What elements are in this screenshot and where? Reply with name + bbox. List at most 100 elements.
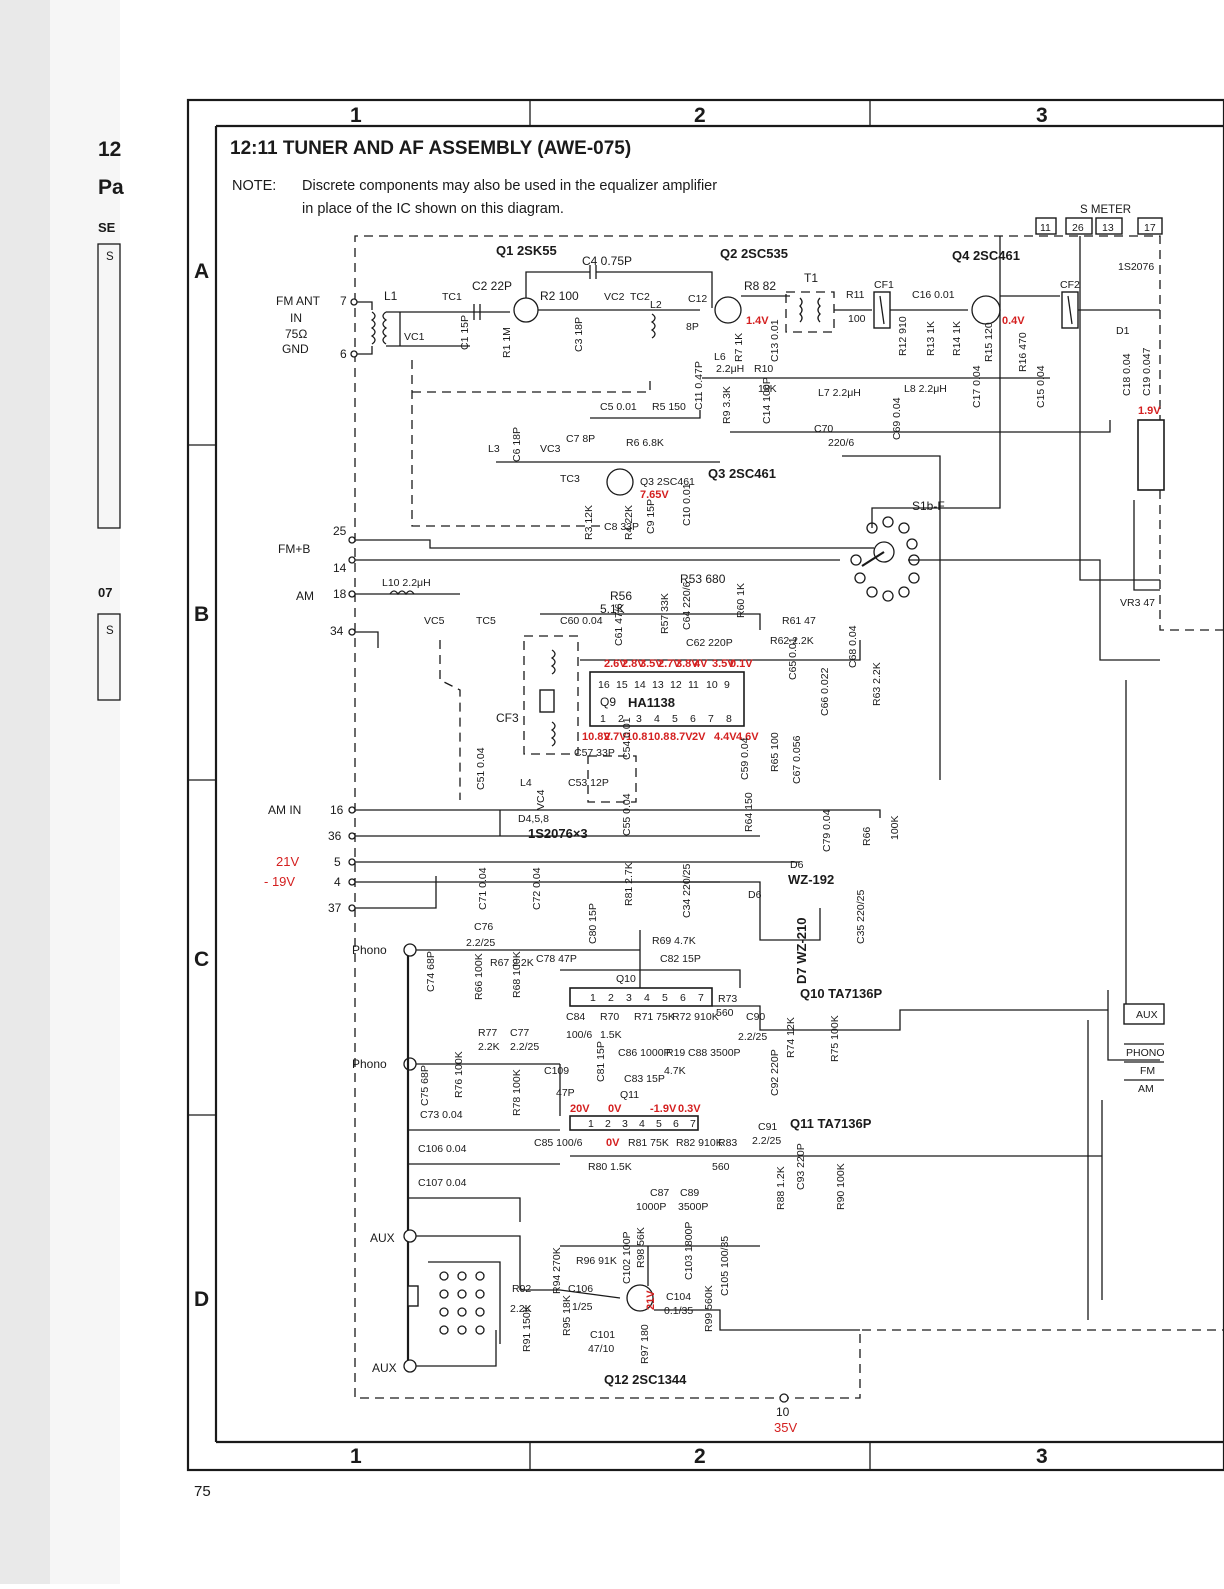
c89-value: 3500P: [678, 1201, 708, 1213]
c59-label: C59 0.04: [739, 737, 751, 780]
ha1138-pin-top: 13: [652, 679, 664, 691]
ha1138-voltage-bottom: 4.4V: [714, 731, 737, 743]
c19-label: C19 0.047: [1141, 347, 1153, 396]
c89-label: C89: [680, 1187, 699, 1199]
c93-label: C93 220P: [795, 1143, 807, 1190]
cf3-block: [523, 635, 579, 755]
phono-jack-l[interactable]: [403, 943, 417, 957]
r88-label: R88 1.2K: [775, 1166, 787, 1210]
r10-label: R10: [754, 363, 773, 375]
ha1138-voltage-bottom: 10.8V: [582, 731, 611, 743]
cf1-label: CF1: [874, 279, 894, 291]
margin-fragment-6: S: [106, 625, 114, 637]
c107-label: C107 0.04: [418, 1177, 467, 1189]
ha1138-voltage-top: 0.1V: [730, 658, 753, 670]
pin-26: 26: [1072, 222, 1084, 234]
board-outline: [354, 235, 1224, 1399]
c71-label: C71 0.04: [477, 867, 489, 910]
aux-switch-contact: [457, 1271, 467, 1281]
q11-voltage-top: 20V: [570, 1103, 590, 1115]
t1-transformer: [785, 291, 835, 333]
ha1138-voltage-bottom: 2V: [692, 731, 706, 743]
r90-label: R90 100K: [835, 1163, 847, 1210]
r7-label: R7 1K: [733, 333, 745, 362]
am-label: AM: [296, 589, 314, 603]
c73-label: C73 0.04: [420, 1109, 463, 1121]
r11-label: R11: [846, 289, 865, 301]
r81b-label: R81 75K: [628, 1137, 669, 1149]
r98-label: R98 56K: [635, 1227, 647, 1268]
q11-voltage-top: 0.3V: [678, 1103, 701, 1115]
c80-label: C80 15P: [587, 903, 599, 944]
ha1138-pin-bottom: 8: [726, 713, 732, 725]
d7-label: D7 WZ-210: [794, 918, 809, 984]
q10-pin: 2: [608, 992, 614, 1004]
l4-label: L4: [520, 777, 532, 789]
r64-label: R64 150: [743, 792, 755, 832]
q11-bottom-voltage: 0V: [606, 1137, 620, 1149]
q2-label: Q2 2SC535: [720, 246, 788, 261]
note-label: NOTE:: [232, 178, 276, 194]
ha1138-voltage-bottom: 10.8: [648, 731, 669, 743]
fm-ant-label-1: FM ANT: [276, 294, 321, 308]
switch-contact: [898, 586, 910, 598]
aux-switch-contact: [475, 1307, 485, 1317]
c90-value: 2.2/25: [738, 1031, 767, 1043]
c104-label: C104: [666, 1291, 691, 1303]
c9-label: C9 15P: [645, 499, 657, 534]
phono-jack-r[interactable]: [403, 1057, 417, 1071]
c8-label: C8 33P: [604, 521, 639, 533]
q11-pin: 7: [690, 1118, 696, 1130]
switch-contact: [906, 538, 918, 550]
c106-label: C106 0.04: [418, 1143, 467, 1155]
pin-36: 36: [328, 829, 342, 843]
tc1-label: TC1: [442, 291, 462, 303]
q1-label: Q1 2SK55: [496, 243, 557, 258]
l6-value: 2.2μH: [716, 363, 744, 375]
q4-transistor: [971, 295, 1001, 325]
q10-pin: 3: [626, 992, 632, 1004]
bus-am-label: AM: [1138, 1083, 1154, 1095]
ha1138-voltage-top: 3.8V: [676, 658, 699, 670]
ha1138-pin-top: 12: [670, 679, 682, 691]
ha1138-pin-top: 15: [616, 679, 628, 691]
ha1138-voltage-top: 2.8V: [622, 658, 645, 670]
ha1138-voltage-top: 4V: [694, 658, 708, 670]
aux-switch-contact: [457, 1307, 467, 1317]
d1-voltage: 1.9V: [1138, 405, 1161, 417]
r14-label: R14 1K: [951, 321, 963, 356]
r83-value: 560: [712, 1161, 730, 1173]
ha1138-pin-bottom: 6: [690, 713, 696, 725]
r11-value: 100: [848, 313, 866, 325]
q11-voltage-top: 0V: [608, 1103, 622, 1115]
r56-label: R56: [610, 589, 632, 603]
q10-pin: 6: [680, 992, 686, 1004]
cf2-label: CF2: [1060, 279, 1080, 291]
r4-label: R4 22K: [623, 505, 635, 540]
pin-7: 7: [340, 294, 347, 308]
switch-contact: [866, 586, 878, 598]
ha1138-label: HA1138: [628, 695, 675, 710]
q11-pin: 1: [588, 1118, 594, 1130]
ha1138-voltage-bottom: 10.8: [626, 731, 647, 743]
c62-label: C62 220P: [686, 637, 733, 649]
c35-label: C35 220/25: [855, 890, 867, 944]
r65-label: R65 100: [769, 732, 781, 772]
aux-jack-l[interactable]: [403, 1229, 417, 1243]
c54-label: C54 0.01: [621, 717, 633, 760]
supply-minus-19v: - 19V: [264, 874, 295, 889]
c91-label: C91: [758, 1121, 777, 1133]
q9-label: Q9: [600, 695, 616, 709]
c61-label: C61 47/6: [613, 603, 625, 646]
l10-label: L10 2.2μH: [382, 577, 431, 589]
c77-value: 2.2/25: [510, 1041, 539, 1053]
c90-label: C90: [746, 1011, 765, 1023]
aux-jack-r[interactable]: [403, 1359, 417, 1373]
aux-l-label: AUX: [370, 1231, 395, 1245]
c86-label: C86 1000P: [618, 1047, 671, 1059]
c4-label: C4 0.75P: [582, 254, 632, 268]
c77-label: C77: [510, 1027, 529, 1039]
vr3-label: VR3 47: [1120, 597, 1155, 609]
ha1138-pin-top: 11: [688, 679, 699, 691]
switch-label: S1b-F: [912, 499, 945, 513]
